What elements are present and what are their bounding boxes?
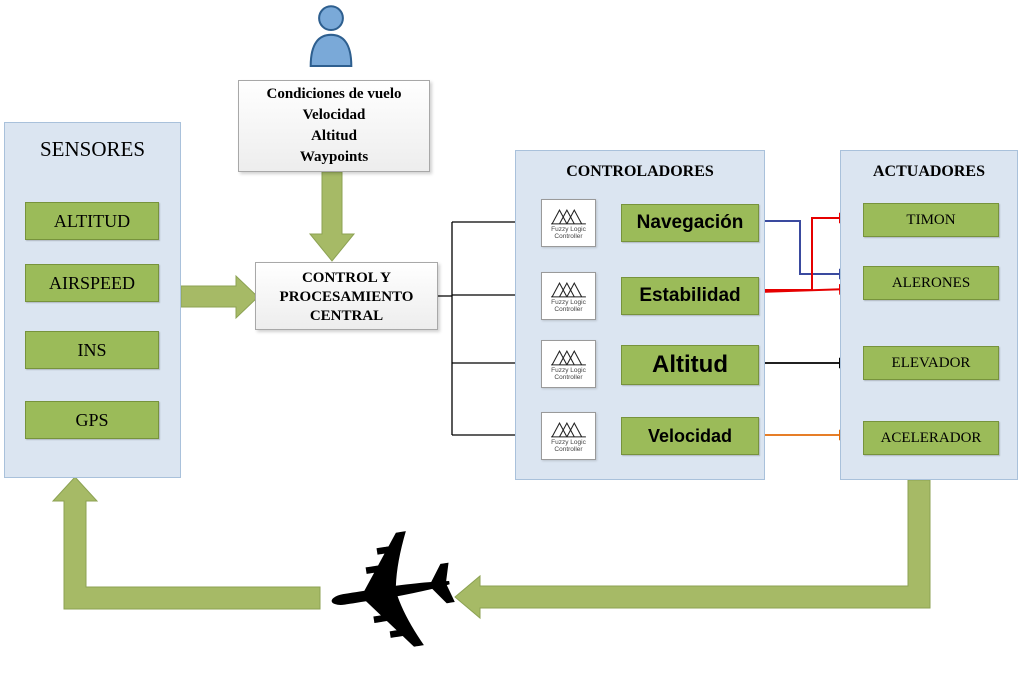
controller-label: Altitud xyxy=(652,351,728,378)
flight-conditions-line: Waypoints xyxy=(299,149,369,165)
flight-conditions-line: Condiciones de vuelo xyxy=(266,86,402,102)
fuzzy-logic-box-velocidad: Fuzzy Logic Controller xyxy=(541,412,596,460)
fuzzy-logic-box-estabilidad: Fuzzy Logic Controller xyxy=(541,272,596,320)
fuzzy-logic-label: Fuzzy Logic Controller xyxy=(551,298,586,313)
controller-label: Estabilidad xyxy=(639,285,741,306)
sensor-box-airspeed: AIRSPEED xyxy=(25,264,159,302)
person-body xyxy=(309,33,353,68)
controller-box-navegacion: Navegación xyxy=(621,204,759,242)
controllers-panel: CONTROLADORES Fuzzy Logic Controller Fuz… xyxy=(515,150,765,480)
arrow-conditions-to-central xyxy=(308,171,356,262)
fuzzy-logic-label: Fuzzy Logic Controller xyxy=(551,366,586,381)
fuzzy-membership-icon xyxy=(550,281,586,297)
fuzzy-logic-label: Fuzzy Logic Controller xyxy=(551,225,586,240)
line-navegacion-to-alerones xyxy=(758,220,850,280)
sensors-panel: SENSORES ALTITUD AIRSPEED INS GPS xyxy=(4,122,181,478)
fuzzy-logic-box-navegacion: Fuzzy Logic Controller xyxy=(541,199,596,247)
sensor-label: INS xyxy=(77,339,107,360)
person-icon xyxy=(309,5,353,68)
flight-conditions-box: Condiciones de vuelo Velocidad Altitud W… xyxy=(238,80,430,172)
line-estabilidad-to-timon xyxy=(757,212,850,291)
controller-box-altitud: Altitud xyxy=(621,345,759,385)
sensor-box-altitud: ALTITUD xyxy=(25,202,159,240)
central-processing-line: PROCESAMIENTO xyxy=(279,289,414,305)
central-processing-line: CONTROL Y xyxy=(301,270,392,286)
person-head xyxy=(318,5,344,32)
arrow-sensors-to-central xyxy=(180,274,259,320)
controller-label: Navegación xyxy=(636,212,744,233)
controller-label: Velocidad xyxy=(647,425,733,446)
central-processing-line: CENTRAL xyxy=(309,308,384,324)
flight-conditions-line: Altitud xyxy=(311,128,357,144)
sensor-label: ALTITUD xyxy=(53,210,131,231)
actuator-label: ELEVADOR xyxy=(891,354,971,371)
fuzzy-logic-label: Fuzzy Logic Controller xyxy=(551,438,586,453)
fuzzy-logic-box-altitud: Fuzzy Logic Controller xyxy=(541,340,596,388)
sensor-box-gps: GPS xyxy=(25,401,159,439)
controller-box-estabilidad: Estabilidad xyxy=(621,277,759,315)
actuators-panel-title: ACTUADORES xyxy=(872,163,985,180)
sensors-panel-title: SENSORES xyxy=(39,137,146,161)
sensor-label: GPS xyxy=(75,409,109,430)
actuator-label: TIMON xyxy=(906,211,956,228)
actuator-box-alerones: ALERONES xyxy=(863,266,999,300)
airplane-icon: ✈ xyxy=(295,487,490,679)
controllers-panel-title: CONTROLADORES xyxy=(566,163,714,180)
actuator-label: ACELERADOR xyxy=(880,429,982,446)
actuators-panel: ACTUADORES TIMON ALERONES ELEVADOR ACELE… xyxy=(840,150,1018,480)
sensor-box-ins: INS xyxy=(25,331,159,369)
central-processing-box: CONTROL Y PROCESAMIENTO CENTRAL xyxy=(255,262,438,330)
airplane-glyph: ✈ xyxy=(307,487,478,679)
sensor-label: AIRSPEED xyxy=(48,272,135,293)
arrow-airplane-to-sensors xyxy=(51,476,321,610)
actuator-box-acelerador: ACELERADOR xyxy=(863,421,999,455)
line-estabilidad-to-alerones xyxy=(756,283,850,295)
flight-conditions-line: Velocidad xyxy=(302,107,366,123)
actuator-box-timon: TIMON xyxy=(863,203,999,237)
actuator-box-elevador: ELEVADOR xyxy=(863,346,999,380)
fuzzy-membership-icon xyxy=(550,421,586,437)
fuzzy-membership-icon xyxy=(550,208,586,224)
actuator-label: ALERONES xyxy=(891,274,971,291)
arrow-actuators-to-airplane xyxy=(454,479,931,620)
fuzzy-membership-icon xyxy=(550,349,586,365)
controller-box-velocidad: Velocidad xyxy=(621,417,759,455)
